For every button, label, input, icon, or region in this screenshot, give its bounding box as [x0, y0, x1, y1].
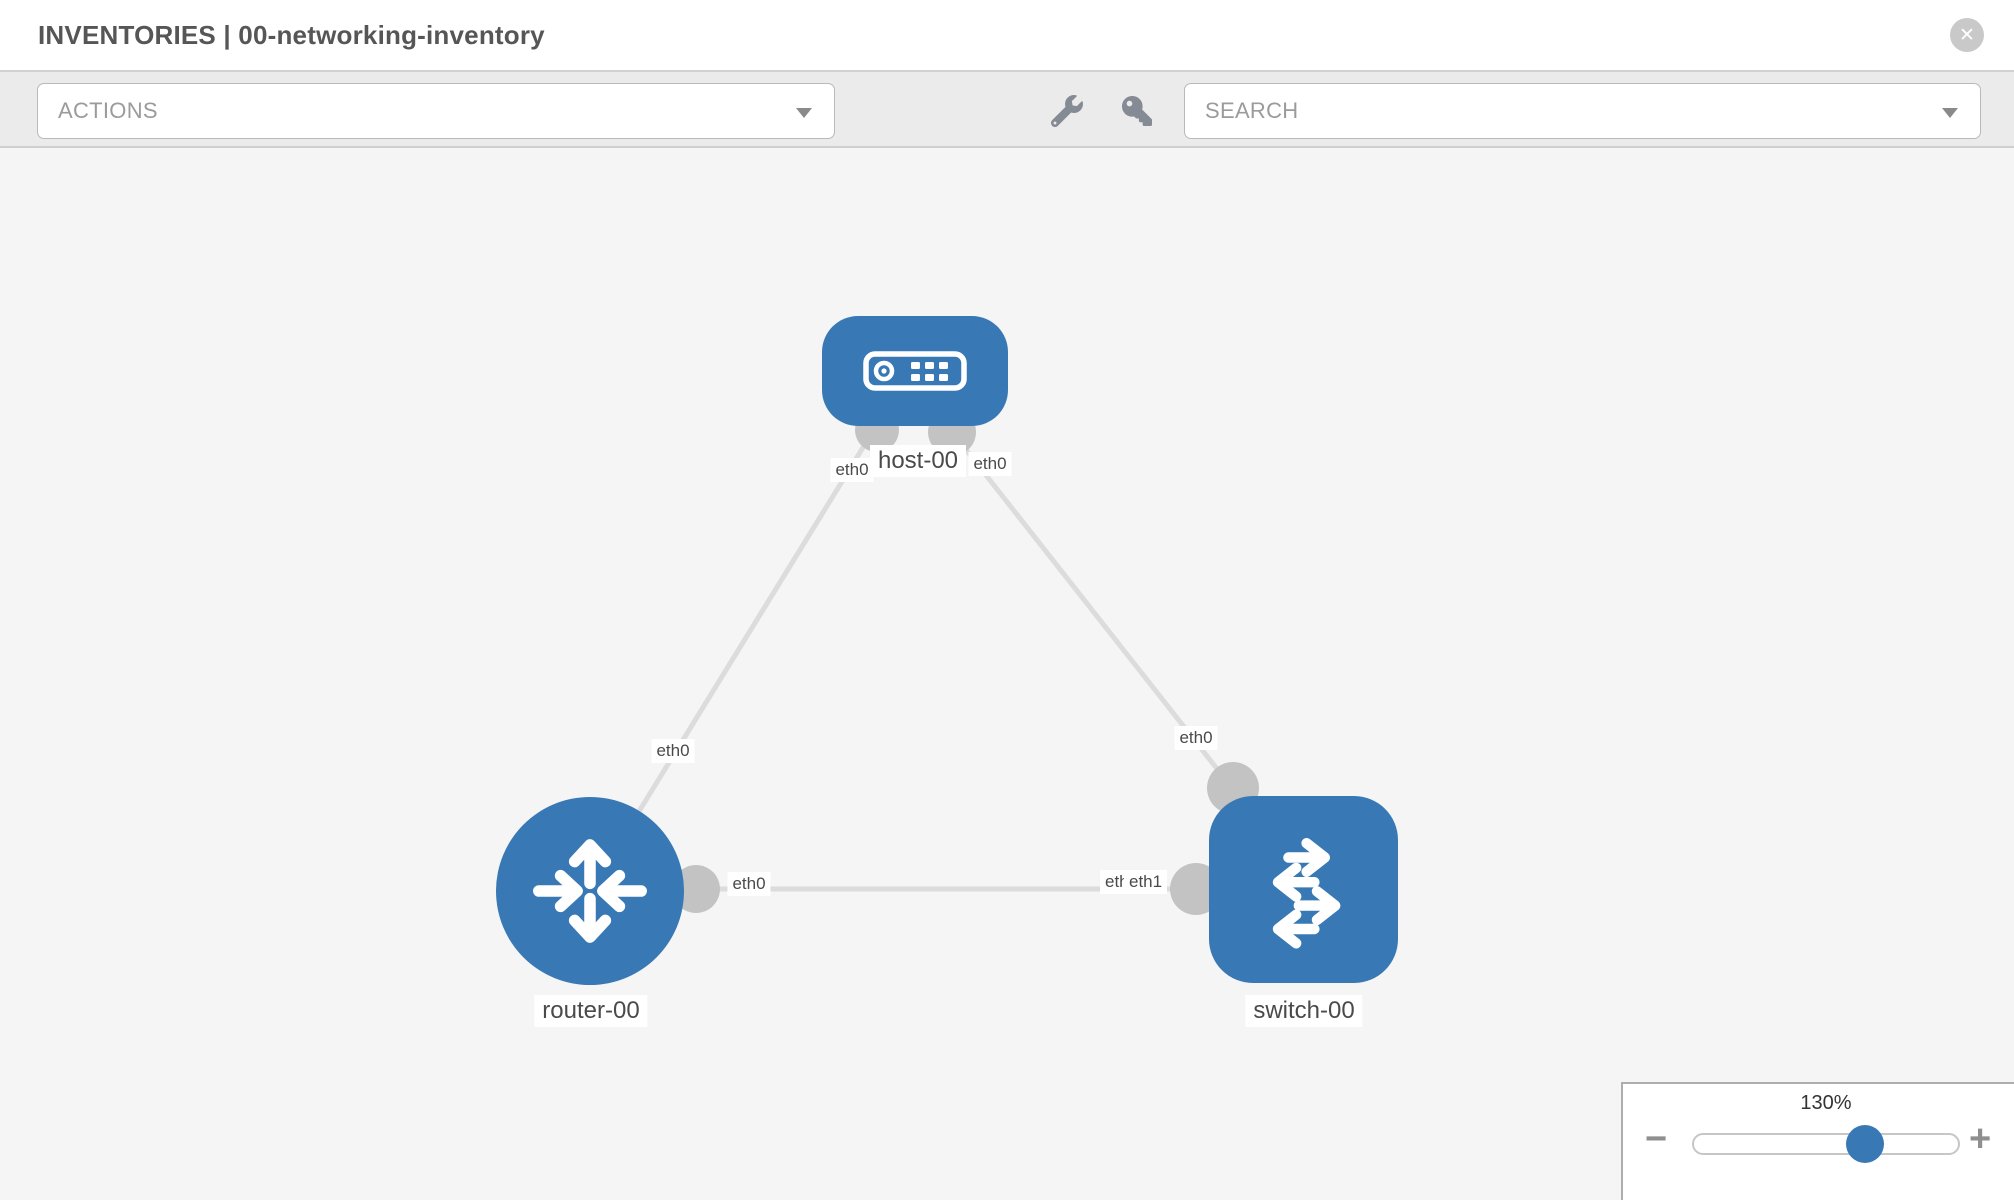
- interface-label: eth1: [1124, 870, 1168, 894]
- host-icon: [863, 351, 967, 391]
- node-host-00[interactable]: [822, 316, 1008, 426]
- toolbar: ACTIONS SEARCH: [0, 72, 2014, 148]
- node-switch-00[interactable]: [1209, 796, 1398, 983]
- actions-dropdown-label: ACTIONS: [58, 98, 158, 123]
- zoom-in-button[interactable]: +: [1969, 1118, 1992, 1160]
- interface-label: eth0: [1100, 870, 1126, 894]
- topology-canvas[interactable]: host-00 router-00 switch-00 eth0 eth0 et…: [0, 148, 2014, 1200]
- search-dropdown[interactable]: SEARCH: [1184, 83, 1981, 139]
- interface-label: eth0: [727, 872, 771, 896]
- close-button[interactable]: ✕: [1950, 18, 1984, 52]
- interface-label: eth0: [1174, 726, 1218, 750]
- actions-dropdown[interactable]: ACTIONS: [37, 83, 835, 139]
- chevron-down-icon: [796, 108, 812, 118]
- key-icon: [1122, 96, 1152, 126]
- node-router-00[interactable]: [496, 797, 684, 985]
- wrench-button[interactable]: [1047, 92, 1087, 130]
- node-label-host: host-00: [869, 445, 967, 477]
- search-dropdown-label: SEARCH: [1205, 98, 1299, 123]
- zoom-out-button[interactable]: −: [1645, 1118, 1668, 1160]
- router-icon: [533, 839, 647, 943]
- interface-label: eth0: [651, 739, 695, 763]
- header-bar: INVENTORIES | 00-networking-inventory ✕: [0, 0, 2014, 72]
- switch-icon: [1272, 837, 1340, 948]
- node-label-switch: switch-00: [1245, 995, 1363, 1027]
- port-icon: [672, 865, 720, 913]
- links-layer: [587, 408, 1259, 915]
- zoom-slider-thumb[interactable]: [1846, 1125, 1884, 1163]
- wrench-icon: [1051, 95, 1083, 127]
- zoom-slider[interactable]: [1692, 1133, 1960, 1155]
- interface-label: eth0: [968, 452, 1012, 476]
- page-title: INVENTORIES | 00-networking-inventory: [38, 19, 545, 50]
- zoom-control-panel: 130% − +: [1621, 1082, 2014, 1200]
- close-icon: ✕: [1959, 24, 1975, 46]
- key-button[interactable]: [1117, 92, 1157, 130]
- chevron-down-icon: [1942, 108, 1958, 118]
- interface-label: eth0: [830, 458, 874, 482]
- node-label-router: router-00: [534, 995, 648, 1027]
- zoom-level-label: 130%: [1800, 1092, 1852, 1114]
